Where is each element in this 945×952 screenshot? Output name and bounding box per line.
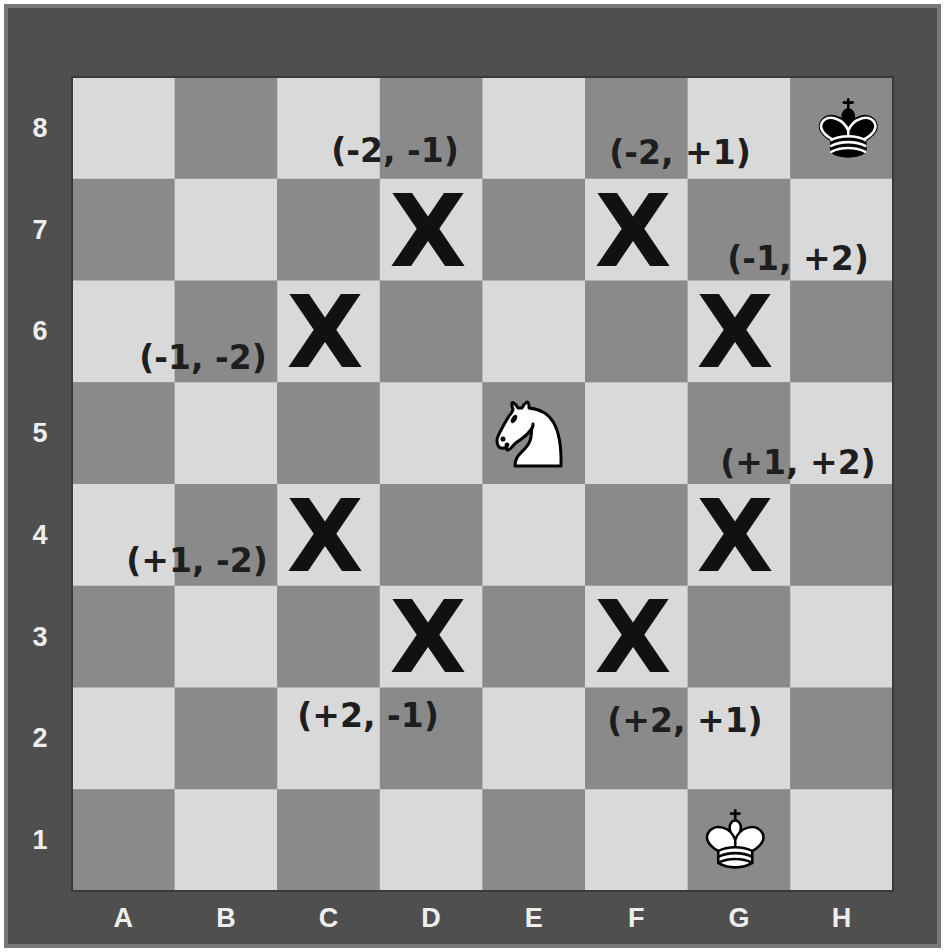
- board-square: [790, 77, 893, 179]
- board-square: [72, 382, 175, 484]
- move-offset: (+1, +2): [720, 446, 875, 479]
- rank-label: 1: [32, 827, 47, 854]
- move-offset: (-2, +1): [609, 136, 750, 169]
- board-square: [482, 77, 585, 179]
- board-square: [688, 281, 791, 383]
- board-edge: [72, 77, 893, 891]
- board-square: [790, 281, 893, 383]
- board-square: [585, 281, 688, 383]
- board-square: [585, 179, 688, 281]
- move-offset: (+1, -2): [126, 544, 267, 577]
- board-square: [72, 789, 175, 891]
- board-square: [482, 484, 585, 586]
- board-square: [72, 179, 175, 281]
- rank-label: 5: [32, 420, 47, 447]
- board-square: [482, 586, 585, 688]
- white-king: [707, 810, 763, 867]
- attack-mark: X: [594, 182, 671, 282]
- attack-mark: X: [389, 182, 466, 282]
- board-square: [790, 586, 893, 688]
- board-square: [72, 77, 175, 179]
- attack-mark: X: [286, 283, 363, 383]
- attack-mark: X: [696, 283, 773, 383]
- file-label: B: [216, 905, 236, 932]
- board-square: [277, 179, 380, 281]
- board-square: [790, 789, 893, 891]
- file-label: C: [319, 905, 339, 932]
- rank-label: 2: [32, 725, 47, 752]
- file-label: A: [114, 905, 134, 932]
- board-square: [175, 179, 278, 281]
- board-square: [482, 281, 585, 383]
- board-square: [585, 484, 688, 586]
- attack-mark: X: [696, 487, 773, 587]
- move-offset: (-1, +2): [727, 242, 868, 275]
- rank-label: 7: [32, 216, 47, 243]
- board-square: [277, 484, 380, 586]
- move-offset: (-1, -2): [139, 341, 267, 374]
- file-label: F: [628, 905, 645, 932]
- rank-label: 4: [32, 521, 47, 548]
- board-square: [482, 688, 585, 790]
- board-square: [380, 281, 483, 383]
- file-label: E: [525, 905, 543, 932]
- move-offset: (+2, -1): [297, 699, 438, 732]
- board-square: [688, 789, 791, 891]
- move-offset: (+2, +1): [607, 704, 762, 737]
- rank-label: 6: [32, 318, 47, 345]
- board-square: [72, 688, 175, 790]
- board-square: [277, 281, 380, 383]
- board-square: [790, 484, 893, 586]
- attack-mark: X: [594, 588, 671, 688]
- board-square: [380, 586, 483, 688]
- board-square: [175, 77, 278, 179]
- move-offset: (-2, -1): [331, 134, 459, 167]
- file-label: H: [832, 905, 852, 932]
- board-square: [482, 789, 585, 891]
- file-label: G: [728, 905, 749, 932]
- board-square: [482, 382, 585, 484]
- board-square: [585, 382, 688, 484]
- white-knight: [497, 402, 561, 466]
- board-squares: [72, 77, 893, 892]
- board-square: [585, 586, 688, 688]
- board-square: [277, 586, 380, 688]
- board-square: [688, 484, 791, 586]
- board-square: [380, 179, 483, 281]
- board-square: [277, 789, 380, 891]
- board-square: [277, 382, 380, 484]
- board-square: [380, 484, 483, 586]
- rank-label: 8: [32, 114, 47, 141]
- board-square: [482, 179, 585, 281]
- attack-mark: X: [286, 487, 363, 587]
- board-square: [72, 586, 175, 688]
- board-square: [175, 789, 278, 891]
- rank-label: 3: [32, 623, 47, 650]
- board-square: [175, 688, 278, 790]
- file-label: D: [421, 905, 441, 932]
- board-square: [175, 586, 278, 688]
- board-square: [380, 382, 483, 484]
- attack-mark: X: [389, 588, 466, 688]
- board-square: [790, 688, 893, 790]
- board-square: [175, 382, 278, 484]
- black-king: [820, 99, 876, 156]
- board-square: [688, 586, 791, 688]
- board-frame: [6, 6, 939, 946]
- board-square: [585, 789, 688, 891]
- board-square: [380, 789, 483, 891]
